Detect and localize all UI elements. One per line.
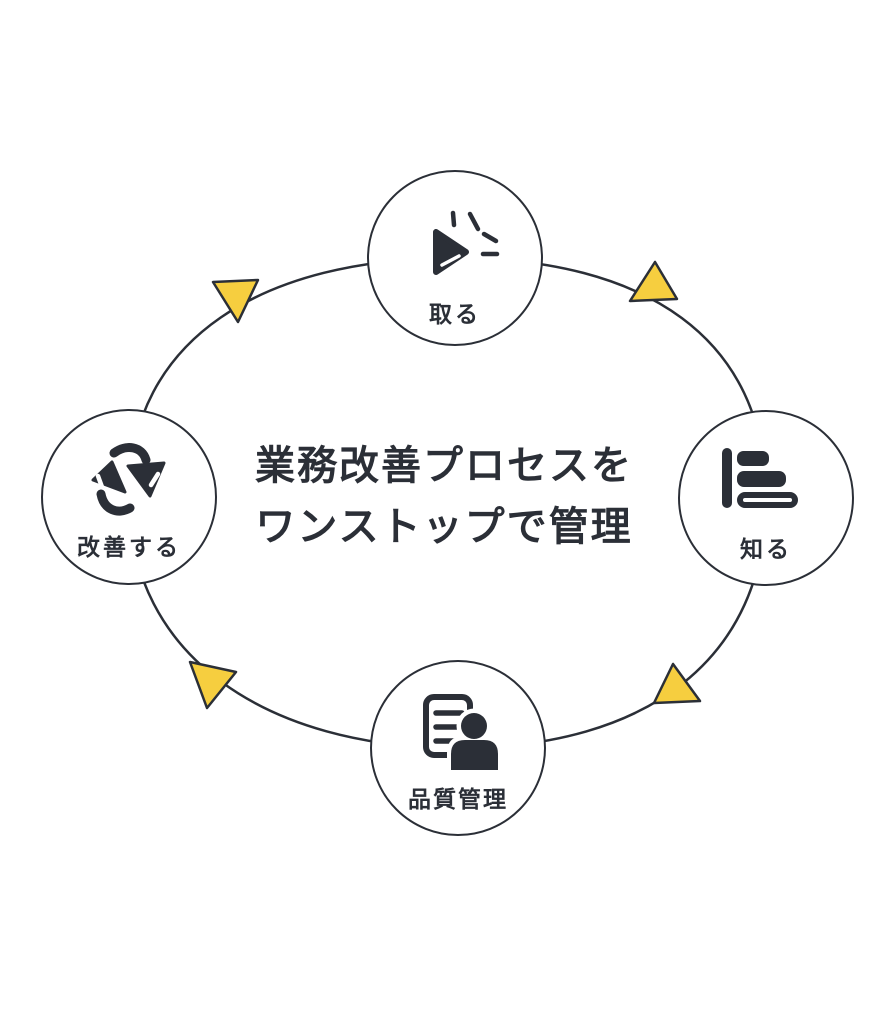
cycle-arrow-bottom-right xyxy=(652,662,702,705)
node-take: 取る xyxy=(367,170,543,346)
node-label: 取る xyxy=(429,301,481,327)
node-know: 知る xyxy=(678,410,854,586)
node-improve: 改善する xyxy=(41,409,217,585)
node-label: 品質管理 xyxy=(408,786,508,812)
sync-arrows-icon xyxy=(91,443,166,516)
cycle-arrow-top-right xyxy=(628,260,679,303)
cycle-arrow-bottom-left xyxy=(188,660,238,710)
document-person-icon xyxy=(423,694,501,771)
node-label: 知る xyxy=(740,536,792,562)
diagram-title-line2: ワンストップで管理 xyxy=(255,505,633,549)
node-label: 改善する xyxy=(77,534,181,560)
diagram-title: 業務改善プロセスを ワンストップで管理 xyxy=(0,436,888,558)
node-quality-control: 品質管理 xyxy=(370,660,546,836)
play-burst-icon xyxy=(433,210,500,275)
cycle-arrow-top-left xyxy=(211,278,260,324)
diagram-title-line1: 業務改善プロセスを xyxy=(255,444,633,488)
bar-chart-icon xyxy=(722,448,798,508)
